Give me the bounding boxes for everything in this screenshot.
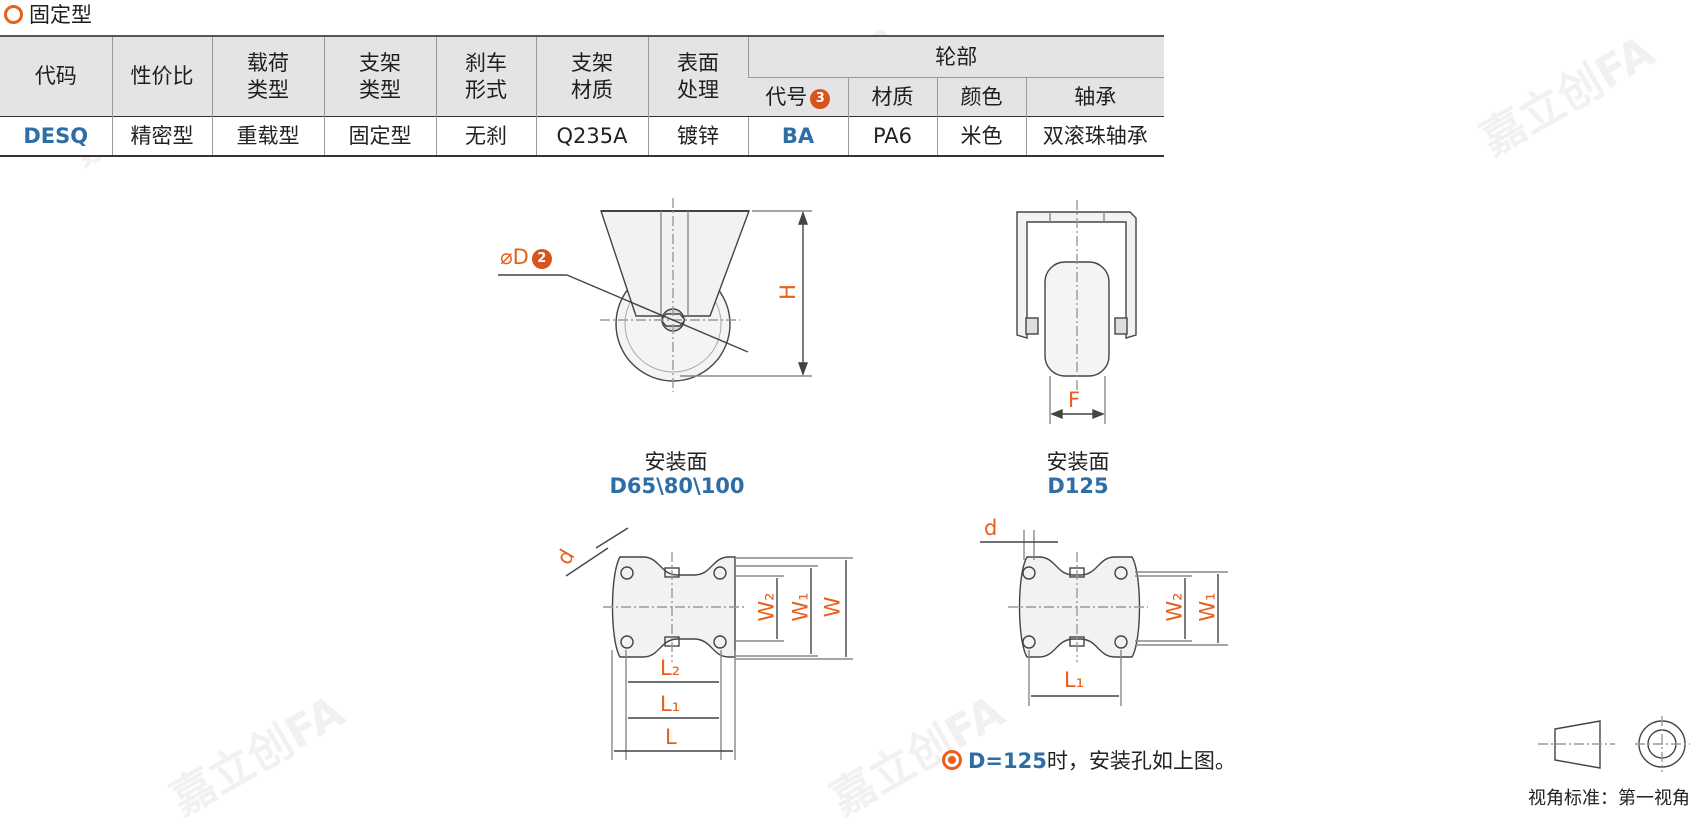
cell-brake: 无刹: [435, 116, 536, 157]
header-bracket-type: 支架类型: [323, 36, 436, 117]
caster-side-view: [498, 198, 812, 392]
caster-front-view: [1016, 200, 1137, 424]
left-caption: 安装面: [644, 450, 708, 474]
projection-label: 视角标准：第一视角: [1528, 788, 1690, 809]
right-size: D125: [1047, 474, 1109, 498]
header-code: 代码: [0, 36, 112, 117]
right-caption: 安装面: [1046, 450, 1110, 474]
target-icon: [942, 750, 962, 770]
w2-label-left: W₂: [754, 592, 779, 622]
l2-label-left: L₂: [660, 656, 681, 680]
note: D=125时，安装孔如上图。: [942, 745, 1236, 775]
cell-wheel-color: 米色: [936, 116, 1026, 157]
f-label: F: [1068, 388, 1081, 412]
left-sizes: D65\80\100: [609, 474, 745, 498]
cell-bracket-material: Q235A: [535, 116, 648, 157]
header-wheel-color: 颜色: [936, 77, 1026, 117]
section-title-text: 固定型: [29, 3, 92, 27]
projection-symbol: [1538, 716, 1690, 772]
section-title: 固定型: [4, 1, 92, 27]
note-text: 时，安装孔如上图。: [1046, 749, 1236, 773]
cell-code: DESQ: [0, 116, 112, 157]
cell-wheel-material: PA6: [847, 116, 937, 157]
ring-icon: [4, 4, 23, 24]
w1-label-left: W₁: [788, 592, 813, 622]
cell-bearing: 双滚珠轴承: [1025, 116, 1164, 157]
cell-surface: 镀锌: [647, 116, 748, 157]
table-row: DESQ 精密型 重载型 固定型 无刹 Q235A 镀锌 BA PA6 米色 双…: [0, 116, 1164, 157]
cell-load: 重载型: [211, 116, 324, 157]
badge-3: 3: [810, 88, 831, 109]
technical-drawing: [498, 198, 1690, 772]
d-label-right: d: [984, 516, 998, 540]
header-wheel-material: 材质: [847, 77, 937, 117]
header-bracket-material: 支架材质: [535, 36, 648, 117]
l1-label-right: L₁: [1064, 668, 1085, 692]
w1-label-right: W₁: [1195, 592, 1220, 622]
mounting-plate-left: [565, 527, 853, 760]
w2-label-right: W₂: [1162, 592, 1187, 622]
header-surface: 表面处理: [647, 36, 748, 117]
header-load: 载荷类型: [211, 36, 324, 117]
l1-label-left: L₁: [660, 692, 681, 716]
height-label: H: [775, 284, 800, 300]
header-brake: 刹车形式: [435, 36, 536, 117]
header-cost: 性价比: [111, 36, 212, 117]
cell-wheel-code: BA: [747, 116, 848, 157]
mounting-plate-right: [980, 530, 1228, 706]
cell-cost: 精密型: [111, 116, 212, 157]
note-emphasis: D=125: [968, 749, 1047, 773]
cell-bracket-type: 固定型: [323, 116, 436, 157]
w-label-left: W: [820, 596, 845, 618]
header-bearing: 轴承: [1025, 77, 1164, 117]
header-wheel-group: 轮部: [747, 36, 1164, 78]
badge-2: 2: [531, 249, 552, 269]
l-label-left: L: [665, 725, 677, 749]
